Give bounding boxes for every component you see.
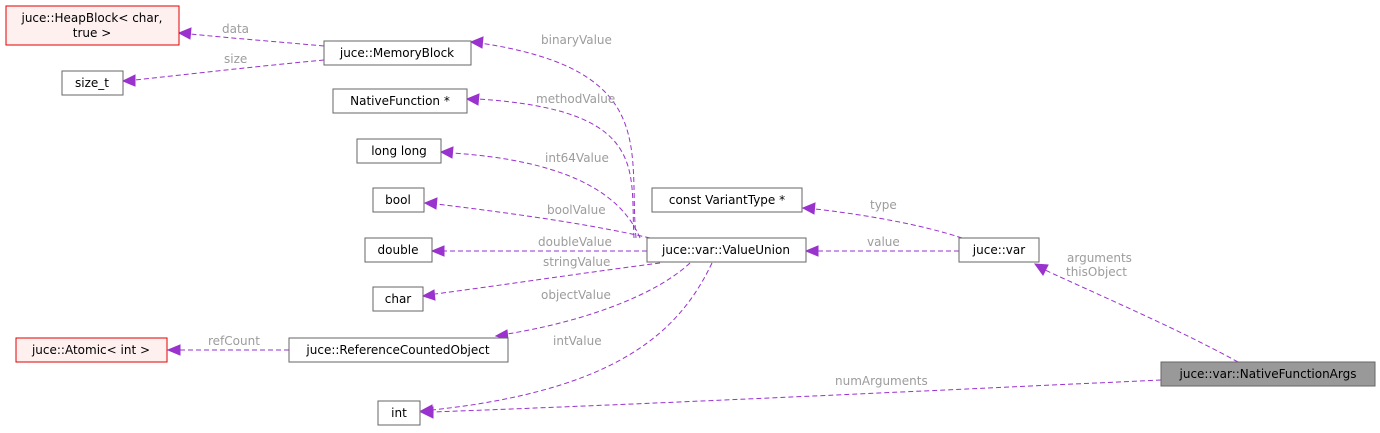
edge-data: data [177,22,325,47]
node-double[interactable]: double [364,237,433,263]
edge-boolValue: boolValue [423,197,651,239]
node-atomic-label: juce::Atomic< int > [31,343,150,357]
node-double-label: double [378,243,419,257]
node-refcounted[interactable]: juce::ReferenceCountedObject [288,337,509,363]
edge-label-int64Value: int64Value [545,151,609,165]
node-heapblock-label-2: true > [73,26,112,40]
edge-label-methodValue: methodValue [536,92,615,106]
node-int-label: int [391,406,407,420]
edge-value: value [804,235,959,257]
node-nfargs-label: juce::var::NativeFunctionArgs [1179,367,1357,381]
node-char[interactable]: char [372,286,424,312]
edge-label-data: data [222,22,249,36]
edge-label-value: value [867,235,900,249]
edge-doubleValue: doubleValue [430,235,647,257]
edge-label-objectValue: objectValue [541,288,611,302]
node-nfargs[interactable]: juce::var::NativeFunctionArgs [1160,361,1376,387]
edge-label-intValue: intValue [553,334,602,348]
node-longlong-label: long long [371,144,427,158]
edge-label-thisObject: thisObject [1066,265,1127,279]
edge-label-type: type [870,198,897,212]
node-nativefunction-ptr-label: NativeFunction * [350,94,450,108]
node-refcounted-label: juce::ReferenceCountedObject [305,343,489,357]
node-int[interactable]: int [377,400,421,426]
edge-label-size: size [224,52,247,66]
node-bool-label: bool [385,193,411,207]
node-valueunion[interactable]: juce::var::ValueUnion [646,237,807,263]
edge-methodValue: methodValue [465,92,635,239]
edge-label-arguments: arguments [1067,251,1132,265]
edge-refCount: refCount [166,334,289,356]
edge-label-boolValue: boolValue [547,203,606,217]
node-heapblock-label-1: juce::HeapBlock< char, [20,11,162,25]
edge-label-binaryValue: binaryValue [541,33,612,47]
node-var-label: juce::var [972,243,1025,257]
node-bool[interactable]: bool [372,187,425,213]
node-longlong[interactable]: long long [356,138,442,164]
node-memoryblock-label: juce::MemoryBlock [339,46,454,60]
edge-objectValue: objectValue [494,262,691,341]
edge-label-numArguments: numArguments [835,374,928,388]
edge-label-refCount: refCount [208,334,260,348]
node-variant-type[interactable]: const VariantType * [651,187,803,213]
edge-label-doubleValue: doubleValue [538,235,612,249]
edge-binaryValue: binaryValue [469,33,637,239]
node-nativefunction-ptr[interactable]: NativeFunction * [332,88,468,114]
node-atomic[interactable]: juce::Atomic< int > [15,337,168,363]
edge-arguments-thisObject: arguments thisObject [1033,251,1239,363]
node-valueunion-label: juce::var::ValueUnion [661,243,790,257]
edge-type: type [801,198,963,239]
edge-int64Value: int64Value [439,146,641,239]
node-variant-type-label: const VariantType * [669,193,785,207]
edge-size: size [121,52,325,87]
node-var[interactable]: juce::var [958,237,1040,263]
node-heapblock[interactable]: juce::HeapBlock< char, true > [5,5,180,46]
edge-stringValue: stringValue [421,255,661,301]
node-memoryblock[interactable]: juce::MemoryBlock [323,40,472,66]
node-size-t[interactable]: size_t [61,70,124,96]
edge-numArguments: numArguments [419,374,1162,419]
edge-label-stringValue: stringValue [543,255,610,269]
node-size-t-label: size_t [75,76,109,90]
node-char-label: char [385,292,412,306]
